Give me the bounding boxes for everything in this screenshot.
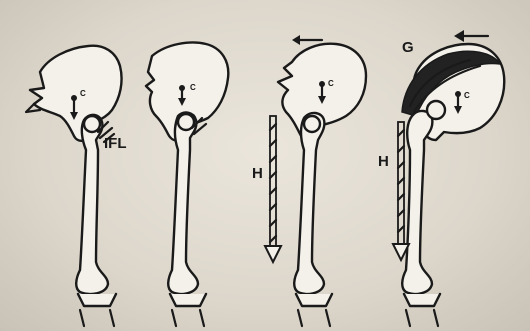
figure-1: C IFL <box>26 46 127 326</box>
femoral-head-1 <box>84 116 100 132</box>
hamstring-force-bar-3 <box>270 116 276 248</box>
center-label-4: C <box>464 91 470 100</box>
ifl-label: IFL <box>104 135 127 152</box>
tibia-4 <box>406 310 438 326</box>
force-label-3: H <box>252 165 263 182</box>
femur-3 <box>294 113 324 294</box>
knee-joint-3 <box>296 294 332 306</box>
hamstring-arrowhead-3 <box>265 246 281 262</box>
muscle-label-4: G <box>402 39 414 56</box>
tilt-arrowhead-4 <box>454 30 464 42</box>
force-label-4: H <box>378 153 389 170</box>
femoral-head-3 <box>304 116 320 132</box>
tilt-arrowhead-3 <box>292 35 300 45</box>
tibia-3 <box>298 310 330 326</box>
pelvis-1 <box>30 46 122 141</box>
knee-joint-1 <box>78 294 116 306</box>
tibia-2 <box>172 310 204 326</box>
center-label-3: C <box>328 79 334 88</box>
center-label-2: C <box>190 83 196 92</box>
figure-4: G C H <box>378 30 504 326</box>
center-label-1: C <box>80 89 86 98</box>
femoral-head-4 <box>427 101 445 119</box>
knee-joint-2 <box>170 294 206 306</box>
figure-3: C H <box>252 35 366 326</box>
figure-2: C <box>146 43 228 327</box>
knee-joint-4 <box>404 294 440 306</box>
tibia-1 <box>80 310 114 326</box>
